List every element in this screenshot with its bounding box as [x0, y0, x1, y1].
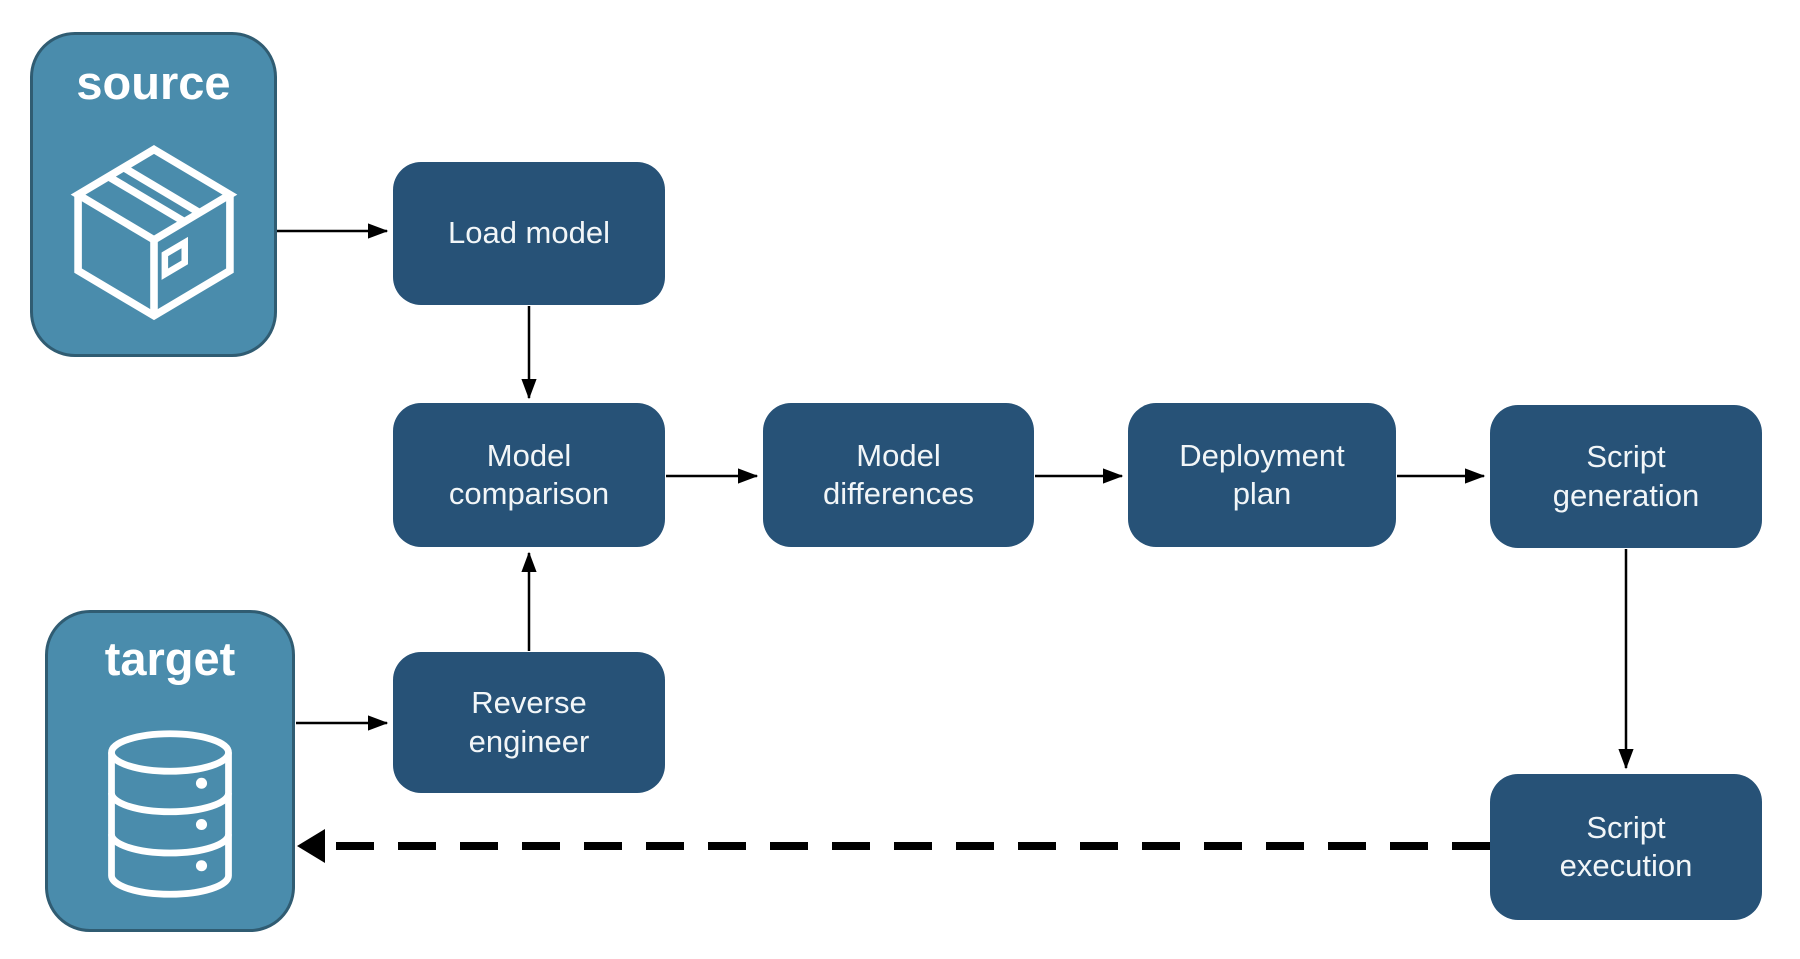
process-node-deployment-plan: Deployment plan [1128, 403, 1396, 547]
process-node-label: Reverse engineer [468, 685, 590, 759]
process-node-label: Model differences [822, 437, 975, 511]
target-node: target [45, 610, 295, 932]
dashed-arrowhead [297, 829, 325, 863]
source-node-label: source [76, 56, 231, 109]
source-node: source [30, 32, 277, 357]
process-node-model-differences: Model differences [763, 403, 1034, 547]
process-node-reverse-engineer: Reverse engineer [393, 652, 665, 793]
process-node-label: Model comparison [448, 437, 610, 511]
process-node-label: Load model [447, 215, 610, 251]
process-node-load-model: Load model [393, 162, 665, 305]
process-node-label: Script execution [1559, 809, 1693, 883]
database-icon [95, 711, 245, 917]
process-node-script-execution: Script execution [1490, 774, 1762, 920]
target-node-label: target [104, 632, 236, 685]
package-box-icon [56, 135, 252, 323]
process-node-model-comparison: Model comparison [393, 403, 665, 547]
process-node-label: Deployment plan [1179, 437, 1345, 511]
process-node-label: Script generation [1552, 439, 1700, 513]
edge-script-execution-to-target [297, 829, 1490, 863]
process-node-script-generation: Script generation [1490, 405, 1762, 548]
